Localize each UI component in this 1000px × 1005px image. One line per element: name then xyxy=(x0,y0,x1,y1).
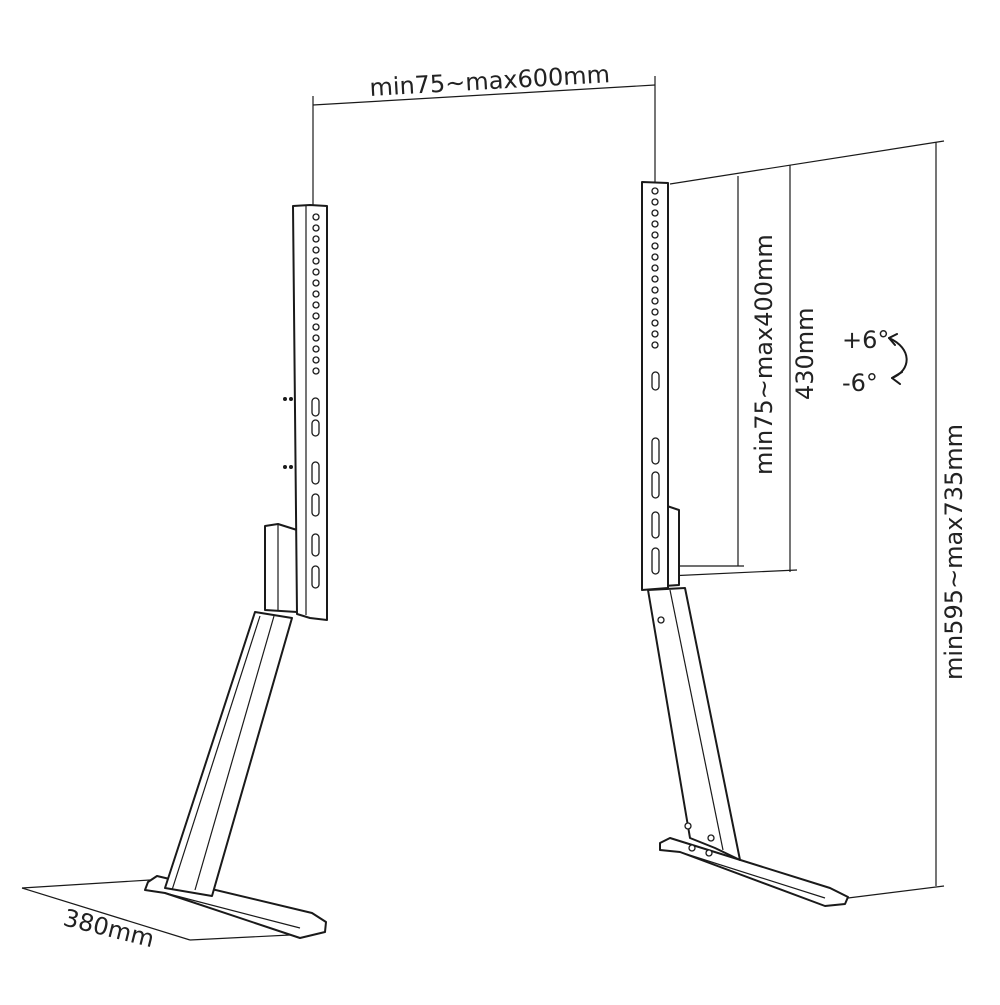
overall-height-bottom-extension xyxy=(847,885,945,899)
overall-height-label: min595~max735mm xyxy=(940,424,968,680)
base-depth-dimension-line xyxy=(21,887,191,941)
vesa-height-label: min75~max400mm xyxy=(750,234,778,475)
right-bracket-holes xyxy=(651,187,660,575)
vesa-width-label: min75~max600mm xyxy=(369,60,611,102)
left-stand xyxy=(144,204,328,939)
right-stand xyxy=(641,181,849,907)
dimension-labels: min75~max600mm min75~max400mm 430mm min5… xyxy=(61,60,968,953)
left-bracket-holes xyxy=(283,213,320,589)
left-leg xyxy=(164,611,293,897)
base-depth-label: 380mm xyxy=(61,904,158,954)
left-clamp-block xyxy=(264,523,298,613)
vesa-width-dimension-line xyxy=(312,84,656,106)
right-leg xyxy=(647,587,741,861)
dimension-lines xyxy=(21,76,945,941)
overall-height-top-extension xyxy=(669,140,945,185)
bracket-height-label: 430mm xyxy=(791,307,819,400)
tilt-arrow-icon xyxy=(888,333,908,385)
base-depth-extension-back xyxy=(21,879,151,889)
left-upright-bracket xyxy=(292,204,328,621)
base-depth-extension-front xyxy=(189,934,291,941)
tilt-up-label: +6° xyxy=(842,326,889,354)
bracket-height-bottom-extension xyxy=(667,569,798,577)
tilt-down-label: -6° xyxy=(842,369,878,397)
